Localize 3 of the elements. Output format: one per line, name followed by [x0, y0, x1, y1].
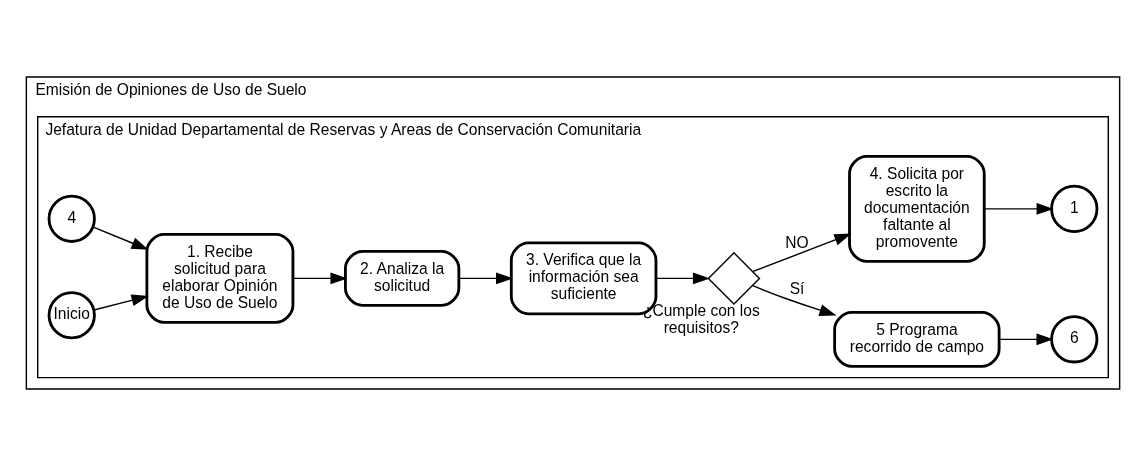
edge-label: NO [785, 233, 809, 251]
edge-label: Sí [789, 279, 805, 297]
node-label: ¿Cumple con los requisitos? [642, 301, 760, 336]
